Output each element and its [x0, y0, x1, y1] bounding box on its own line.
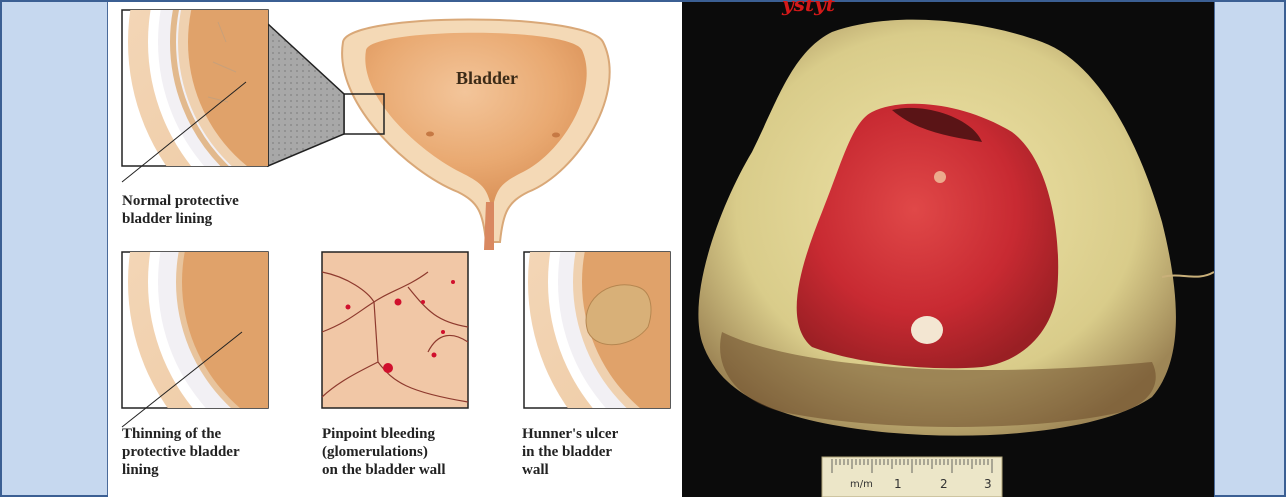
ruler-units: m/m: [850, 479, 873, 490]
caption-thinning: Thinning of the protective bladder linin…: [122, 425, 240, 479]
ruler-mark-3: 3: [984, 477, 992, 491]
specimen-photo: m/m 1 2 3: [682, 2, 1214, 497]
ruler-ticks: [822, 457, 1002, 497]
caption-normal: Normal protective bladder lining: [122, 192, 239, 228]
caption-line: wall: [522, 461, 618, 479]
caption-line: Pinpoint bleeding: [322, 425, 446, 443]
inset-bleeding: [322, 252, 468, 408]
caption-line: Normal protective: [122, 192, 239, 210]
caption-line: Hunner's ulcer: [522, 425, 618, 443]
caption-line: (glomerulations): [322, 443, 446, 461]
illustration-svg: [108, 2, 682, 497]
specimen-svg: [682, 2, 1214, 497]
ruler-mark-2: 2: [940, 477, 948, 491]
caption-line: protective bladder: [122, 443, 240, 461]
ruler-overlay: m/m 1 2 3: [822, 457, 1002, 497]
caption-line: on the bladder wall: [322, 461, 446, 479]
caption-line: bladder lining: [122, 210, 239, 228]
caption-line: Thinning of the: [122, 425, 240, 443]
caption-line: in the bladder: [522, 443, 618, 461]
caption-bleeding: Pinpoint bleeding (glomerulations) on th…: [322, 425, 446, 479]
bladder-label: Bladder: [456, 68, 518, 89]
ruler-mark-1: 1: [894, 477, 902, 491]
caption-line: lining: [122, 461, 240, 479]
divider-right: [1214, 2, 1215, 495]
caption-ulcer: Hunner's ulcer in the bladder wall: [522, 425, 618, 479]
title-fragment: ystyt: [782, 0, 835, 16]
bladder-illustration: Bladder Normal protective bladder lining…: [108, 2, 682, 497]
